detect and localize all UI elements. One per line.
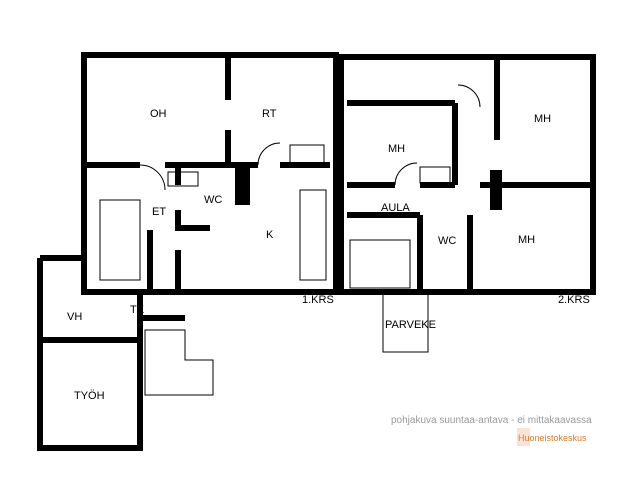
room-wc-2: WC bbox=[438, 235, 456, 247]
walls-floor1 bbox=[37, 52, 339, 451]
disclaimer-note: pohjakuva suuntaa-antava - ei mittakaava… bbox=[391, 415, 592, 426]
room-rt: RT bbox=[262, 108, 277, 120]
fixtures-floor1 bbox=[99, 142, 327, 396]
room-k: K bbox=[266, 229, 274, 241]
floor1-label: 1.KRS bbox=[302, 294, 334, 306]
room-mh-2: MH bbox=[534, 113, 551, 125]
room-parveke: PARVEKE bbox=[385, 319, 436, 331]
logo-mark bbox=[517, 428, 530, 446]
room-wc-1: WC bbox=[204, 194, 222, 206]
walls-floor2 bbox=[338, 54, 596, 295]
fixtures-floor2 bbox=[349, 84, 481, 353]
room-mh-3: MH bbox=[518, 234, 535, 246]
room-et: ET bbox=[152, 206, 166, 218]
floor2-label: 2.KRS bbox=[558, 294, 590, 306]
room-oh: OH bbox=[150, 108, 167, 120]
room-aula: AULA bbox=[381, 202, 410, 214]
room-vh: VH bbox=[67, 311, 82, 323]
room-tyoh: TYÖH bbox=[74, 390, 105, 402]
room-mh-1: MH bbox=[388, 143, 405, 155]
fireplace-floor2 bbox=[490, 170, 502, 210]
brand-logo: Huoneistokeskus bbox=[518, 433, 587, 443]
room-tk: TK bbox=[130, 304, 145, 316]
fireplace-floor1 bbox=[235, 165, 250, 205]
